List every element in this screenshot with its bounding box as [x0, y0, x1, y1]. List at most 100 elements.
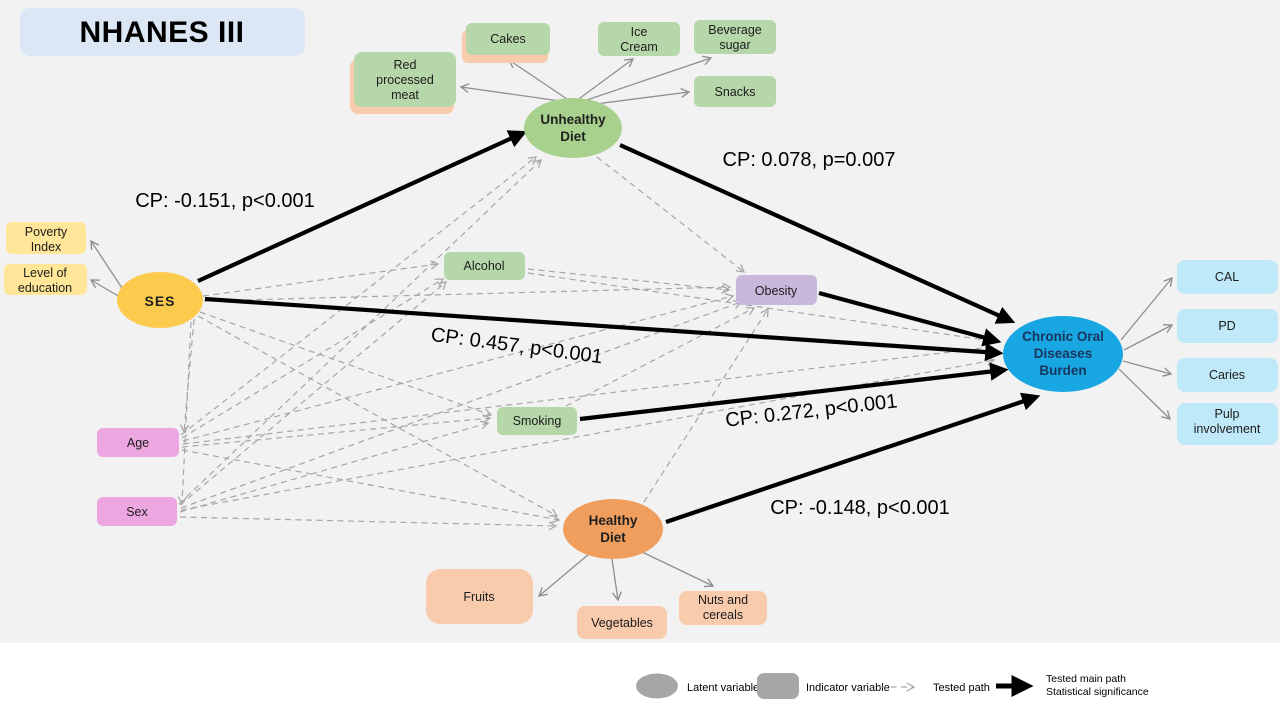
dashed-path-alcohol-obesity: [527, 268, 731, 294]
node-sex: [97, 497, 177, 526]
legend-indicator-shape: [757, 673, 799, 699]
beverage-sugar-label-1: Beverage: [708, 23, 762, 37]
covariates-block: Age Sex: [97, 428, 179, 526]
unhealthy-indicators: Cakes Red processed meat Ice Cream Bever…: [350, 20, 776, 114]
arrow-cod-pulp: [1118, 368, 1171, 420]
node-pulp: [1177, 403, 1278, 445]
node-alcohol: [444, 252, 525, 280]
beverage-sugar-label-2: sugar: [719, 38, 750, 52]
dashed-path-ses-sex: [177, 321, 192, 506]
node-obesity: [736, 275, 817, 305]
legend-latent-label: Latent variable: [687, 682, 759, 694]
node-snacks: [694, 76, 776, 107]
dashed-path-ses-age: [180, 318, 195, 434]
node-ice-cream: [598, 22, 680, 56]
legend: Latent variable Indicator variable Teste…: [636, 673, 1149, 699]
cod-label-3: Burden: [1039, 363, 1086, 378]
arrow-cod-cal: [1120, 276, 1173, 341]
label-cp-healthy-cod: CP: -0.148, p<0.001: [770, 497, 950, 519]
dashed-path-ses-alcohol: [202, 260, 440, 297]
ses-label: SES: [144, 293, 175, 309]
smoking-label: Smoking: [513, 414, 562, 428]
dashed-path-sex-cod: [180, 356, 996, 511]
red-meat-label-1: Red: [394, 58, 417, 72]
node-nuts-cereals: [679, 591, 767, 625]
label-cp-unhealthy-cod: CP: 0.078, p=0.007: [723, 149, 896, 171]
poverty-index-label-2: Index: [31, 240, 62, 254]
dashed-path-healthy-obesity: [643, 307, 769, 503]
cal-label: CAL: [1215, 270, 1239, 284]
legend-indicator-label: Indicator variable: [806, 682, 890, 694]
mediators-block: Alcohol Obesity Smoking: [444, 252, 817, 435]
dashed-path-age-unhealthy-diet: [180, 156, 538, 436]
education-label-1: Level of: [23, 266, 67, 280]
arrow-healthy-fruits: [537, 553, 590, 597]
ses-block: Poverty Index Level of education SES: [4, 222, 203, 328]
cod-label-2: Diseases: [1034, 346, 1093, 361]
vegetables-label: Vegetables: [591, 616, 653, 630]
node-red-meat: [354, 52, 456, 107]
arrow-unhealthy-beverage-sugar: [577, 55, 713, 104]
alcohol-label: Alcohol: [464, 259, 505, 273]
arrow-unhealthy-red-meat: [459, 83, 568, 103]
node-unhealthy-diet: [524, 98, 622, 158]
healthy-diet-label-2: Diet: [600, 530, 626, 545]
main-paths-group: [197, 130, 1041, 524]
label-cp-ses-unhealthy: CP: -0.151, p<0.001: [135, 190, 315, 212]
arrow-cod-pd: [1123, 324, 1174, 351]
pd-label: PD: [1218, 319, 1235, 333]
healthy-diet-block: Healthy Diet Fruits Vegetables Nuts and …: [426, 499, 767, 639]
dashed-path-sex-smoking: [179, 420, 490, 513]
pulp-label-2: involvement: [1194, 422, 1261, 436]
nuts-cereals-label-2: cereals: [703, 608, 743, 622]
arrow-unhealthy-cakes: [507, 59, 571, 102]
cakes-label: Cakes: [490, 32, 525, 46]
node-cakes: [466, 23, 550, 55]
latent-unhealthy-diet: Unhealthy Diet: [524, 98, 622, 158]
healthy-diet-label-1: Healthy: [589, 513, 638, 528]
dashed-path-smoking-obesity: [565, 307, 756, 407]
arrow-healthy-vegetables: [611, 558, 622, 602]
unhealthy-diet-label-1: Unhealthy: [540, 112, 606, 127]
legend-main-path-label-1: Tested main path: [1046, 673, 1126, 685]
node-poverty-index: [6, 222, 86, 254]
fruits-label: Fruits: [463, 590, 494, 604]
ice-cream-label-2: Cream: [620, 40, 658, 54]
education-label-2: education: [18, 281, 72, 295]
node-caries: [1177, 358, 1278, 392]
arrow-unhealthy-ice-cream: [575, 58, 635, 102]
node-cal: [1177, 260, 1278, 294]
nuts-cereals-label-1: Nuts and: [698, 593, 748, 607]
node-vegetables: [577, 606, 667, 639]
page-title: NHANES III: [79, 16, 244, 49]
arrow-ses-education: [89, 279, 121, 298]
node-age: [97, 428, 179, 457]
dashed-path-ses-obesity: [203, 282, 732, 302]
caries-label: Caries: [1209, 368, 1245, 382]
outcome-block: Chronic Oral Diseases Burden CAL PD Cari…: [1003, 260, 1278, 445]
main-path-obesity-cod: [818, 290, 1002, 347]
dashed-path-ses-smoking: [199, 311, 493, 418]
legend-main-path-label-2: Statistical significance: [1046, 686, 1149, 698]
main-path-healthy-cod: [665, 392, 1041, 524]
dashed-path-sex-obesity: [180, 300, 743, 509]
node-beverage-sugar: [694, 20, 776, 54]
red-meat-label-2: processed: [376, 73, 434, 87]
red-meat-label-3: meat: [391, 88, 419, 102]
dashed-path-age-smoking: [181, 414, 492, 448]
age-label: Age: [127, 436, 149, 450]
node-ses: [117, 272, 203, 328]
sex-label: Sex: [126, 505, 148, 519]
arrow-cod-caries: [1122, 360, 1173, 377]
dashed-path-sex-alcohol: [179, 281, 447, 506]
node-pd: [1177, 309, 1278, 343]
cod-label-1: Chronic Oral: [1022, 329, 1104, 344]
node-smoking: [497, 407, 577, 435]
node-healthy-diet: [563, 499, 663, 559]
main-path-unhealthy-cod: [619, 143, 1016, 324]
arrow-ses-poverty-index: [90, 239, 123, 289]
legend-tested-path-label: Tested path: [933, 682, 990, 694]
pulp-label-1: Pulp: [1214, 407, 1239, 421]
main-path-ses-unhealthy: [197, 130, 528, 283]
